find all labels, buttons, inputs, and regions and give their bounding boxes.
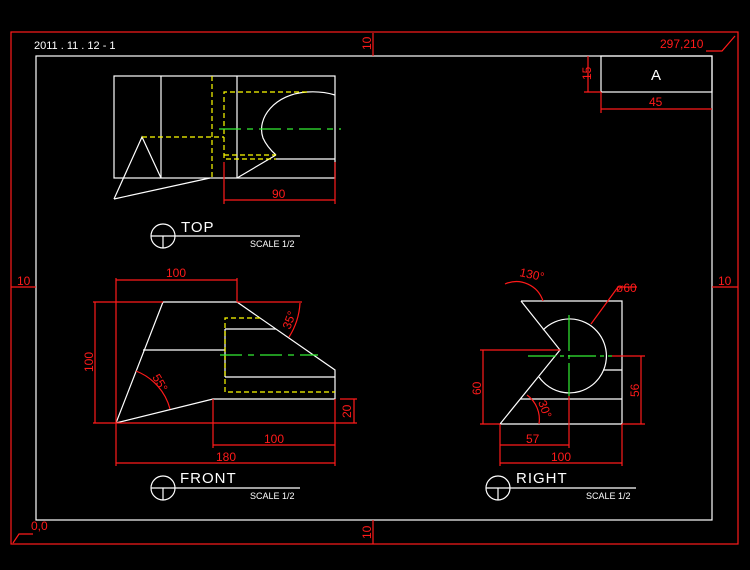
- right-dim-angle-bottom: 30°: [535, 398, 554, 420]
- right-view-title: RIGHT: [516, 470, 568, 487]
- right-dim-notch-height: 60: [470, 381, 484, 395]
- top-view[interactable]: 90: [113, 75, 341, 204]
- front-dim-angle-right: 35°: [280, 309, 299, 331]
- margin-dim-left: 10: [11, 274, 36, 288]
- top-view-scale: SCALE 1/2: [250, 239, 295, 249]
- inner-drawing-border: [35, 55, 713, 521]
- margin-dim-bottom: 10: [360, 520, 374, 544]
- sheet-size-leader: [706, 35, 736, 52]
- margin-dim-top-text: 10: [360, 36, 374, 50]
- margin-dim-right-text: 10: [718, 274, 732, 288]
- front-dim-total-width: 180: [216, 450, 236, 464]
- right-dim-diameter: ø60: [616, 281, 637, 295]
- origin-leader: [12, 533, 33, 544]
- margin-dim-right: 10: [712, 274, 738, 288]
- right-dim-center-offset: 57: [526, 432, 540, 446]
- right-view-circle: [538, 318, 607, 394]
- date-label: 2011 . 11 . 12 - 1: [34, 40, 116, 52]
- margin-dim-bottom-text: 10: [360, 525, 374, 539]
- top-view-title: TOP: [181, 219, 215, 236]
- front-dim-top-width: 100: [166, 266, 186, 280]
- top-view-arc: [261, 91, 336, 156]
- top-view-dim-width: 90: [272, 187, 286, 201]
- top-view-label: TOP SCALE 1/2: [150, 219, 300, 249]
- right-view[interactable]: 60 56 57 100 130° ø60 30°: [470, 265, 645, 466]
- sheet-size-label: 297,210: [660, 37, 704, 51]
- front-view-title: FRONT: [180, 470, 237, 487]
- origin-label: 0,0: [31, 519, 48, 533]
- margin-dim-left-text: 10: [17, 274, 31, 288]
- title-block-width-dim: 45: [649, 95, 663, 109]
- front-view-scale: SCALE 1/2: [250, 491, 295, 501]
- right-dim-angle-top: 130°: [518, 265, 545, 284]
- right-dim-width: 100: [551, 450, 571, 464]
- front-dim-step: 20: [340, 404, 354, 418]
- right-view-label: RIGHT SCALE 1/2: [485, 470, 636, 501]
- right-dim-center-height: 56: [628, 383, 642, 397]
- title-block-height-dim: 15: [580, 66, 594, 80]
- front-dim-height: 100: [82, 352, 96, 372]
- right-view-scale: SCALE 1/2: [586, 491, 631, 501]
- margin-dim-top: 10: [360, 33, 374, 56]
- title-block-letter: A: [651, 67, 662, 84]
- front-dim-bottom-width: 100: [264, 432, 284, 446]
- front-view-label: FRONT SCALE 1/2: [150, 470, 300, 501]
- title-block: A 15 45: [580, 55, 713, 113]
- outer-sheet-border: [10, 31, 739, 545]
